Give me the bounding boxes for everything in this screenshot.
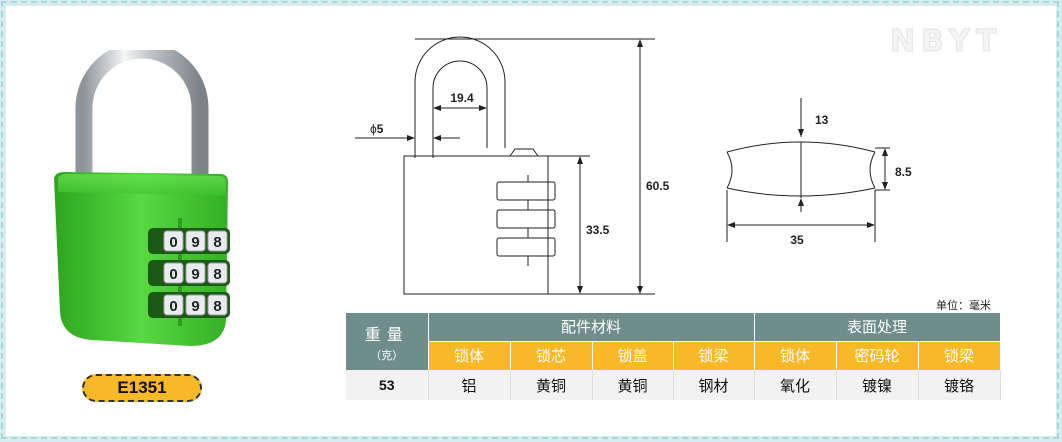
front-view-drawing: 19.4 ϕ5 60.5 33.5 (355, 36, 670, 295)
spec-table: 重量 （克） 配件材料 表面处理 锁体 锁芯 锁盖 锁梁 锁体 密码轮 锁梁 5… (346, 313, 1001, 400)
dial-digit: 0 (169, 234, 177, 251)
dial-digit: 9 (191, 234, 199, 251)
subheader-cell: 锁体 (754, 340, 837, 370)
dial-wheel[interactable] (163, 262, 184, 284)
value-cell: 镀镍 (836, 370, 919, 400)
dial-wheel[interactable] (185, 230, 206, 252)
dial-wheel[interactable] (185, 294, 206, 316)
dial-digit: 0 (169, 298, 177, 315)
dial-digit: 9 (191, 298, 199, 315)
subheader-cell: 密码轮 (836, 340, 919, 370)
brand-watermark: NBYT (890, 24, 1003, 60)
subheader-cell: 锁芯 (510, 340, 593, 370)
value-cell: 氧化 (754, 370, 837, 400)
weight-label: 重量 (364, 324, 409, 344)
dial-digit: 9 (191, 266, 199, 283)
value-cell: 黄铜 (510, 370, 593, 400)
value-cell: 黄铜 (592, 370, 674, 400)
dial-wheel[interactable] (185, 262, 206, 284)
subheader-cell: 锁梁 (673, 340, 755, 370)
dial-digit: 8 (213, 298, 221, 315)
dial-wheel[interactable] (207, 262, 228, 284)
subheader-cell: 锁梁 (918, 340, 1001, 370)
dial-wheel[interactable] (163, 230, 184, 252)
side-view-drawing: 13 8.5 35 (726, 98, 912, 247)
value-cell: 铝 (428, 370, 511, 400)
dim-side-width: 35 (790, 233, 804, 247)
model-badge: E1351 (82, 374, 202, 402)
shackle (75, 50, 209, 190)
dial-wheel[interactable] (207, 294, 228, 316)
weight-value: 53 (346, 370, 429, 400)
value-cell: 钢材 (673, 370, 755, 400)
dim-side-top: 13 (815, 113, 829, 127)
dial-wheel[interactable] (163, 294, 184, 316)
dial-digit: 8 (213, 266, 221, 283)
weight-header: 重量 （克） (346, 313, 429, 370)
dial-wheel[interactable] (207, 230, 228, 252)
lock-body (54, 172, 228, 346)
value-cell: 镀铬 (918, 370, 1001, 400)
group-surface: 表面处理 (754, 313, 1001, 341)
dim-shackle-diameter: ϕ5 (370, 122, 384, 136)
subheader-cell: 锁盖 (592, 340, 674, 370)
dim-side-thickness: 8.5 (895, 165, 912, 179)
subheader-cell: 锁体 (428, 340, 511, 370)
dim-shackle-width: 19.4 (450, 91, 474, 105)
dim-body-height: 33.5 (586, 223, 610, 237)
dial-digit: 8 (213, 234, 221, 251)
dim-overall-height: 60.5 (646, 179, 670, 193)
unit-label: 单位：毫米 (936, 299, 991, 312)
weight-unit: （克） (370, 348, 404, 362)
dial-digit: 0 (169, 266, 177, 283)
group-materials: 配件材料 (428, 313, 755, 341)
